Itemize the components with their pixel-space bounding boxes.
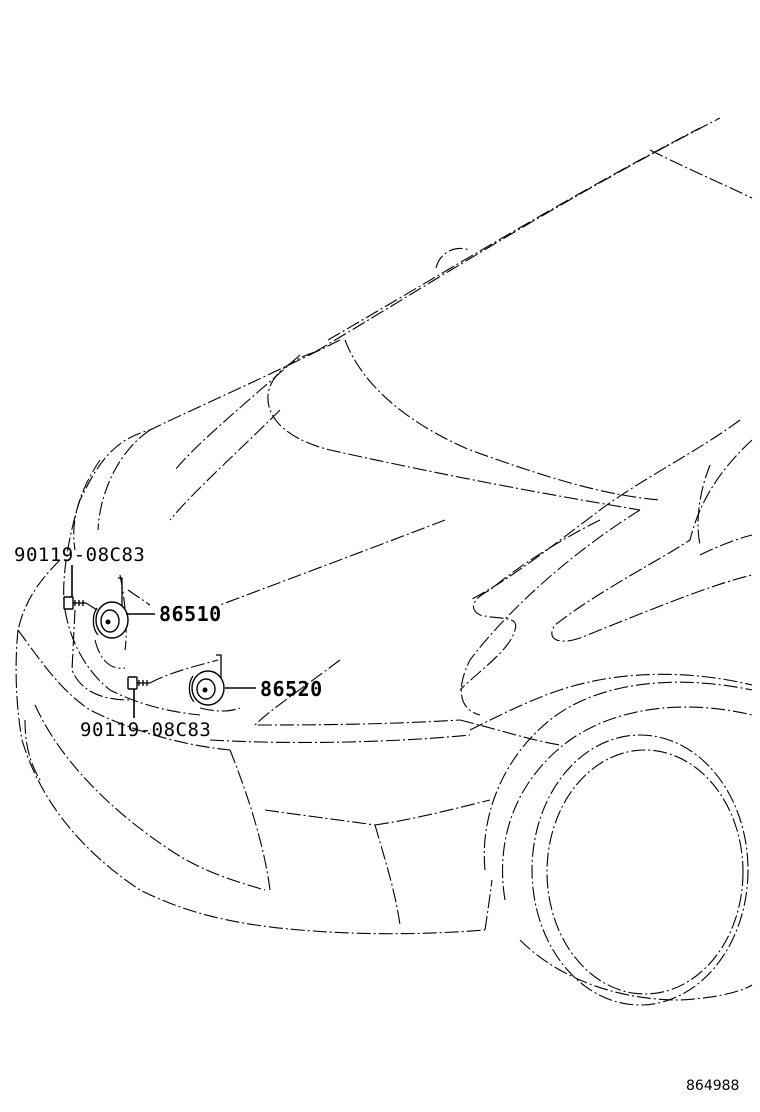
car-body-outline (15, 117, 753, 1006)
bolt-lower-part (127, 676, 150, 690)
diagram-id: 864988 (686, 1078, 739, 1094)
horn-low-part (188, 654, 225, 706)
callout-horn-high: 86510 (159, 602, 222, 626)
horn-high-part (92, 577, 129, 639)
callout-bolt-upper: 90119-08C83 (14, 544, 145, 566)
callout-horn-low: 86520 (260, 677, 323, 701)
installation-lines (71, 589, 241, 712)
leader-lines (71, 565, 256, 718)
bolt-upper-part (63, 596, 86, 610)
callout-bolt-lower: 90119-08C83 (80, 719, 211, 741)
